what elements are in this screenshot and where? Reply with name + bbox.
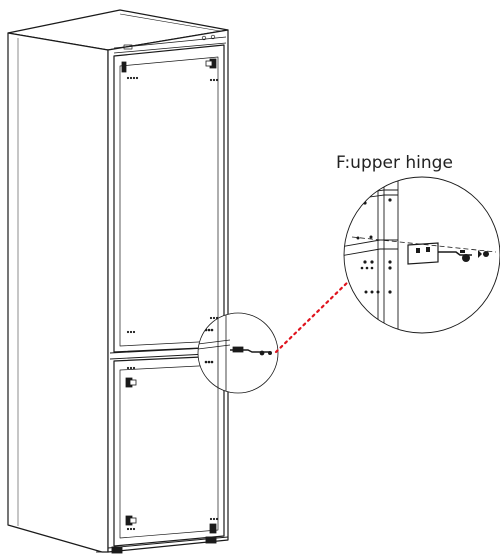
hinge-upper-left [121,61,127,73]
small-detail-circle [197,312,279,394]
hinge-detail-circle [343,176,500,334]
mounting-dots [126,76,219,531]
hinge-bottom-right [209,523,217,534]
callout-label: F:upper hinge [336,153,453,173]
lower-door [113,355,225,547]
hinge-plate [407,242,439,265]
callout-leader-line [274,276,354,354]
cabinet-left-side [7,32,109,553]
hinge-upper-right [205,58,217,69]
hinge-bottom-left [125,515,137,526]
cabinet-base [96,536,229,554]
hinge-lower-left [125,377,137,388]
refrigerator-cabinet [7,9,229,553]
cabinet-front-frame [107,29,229,553]
